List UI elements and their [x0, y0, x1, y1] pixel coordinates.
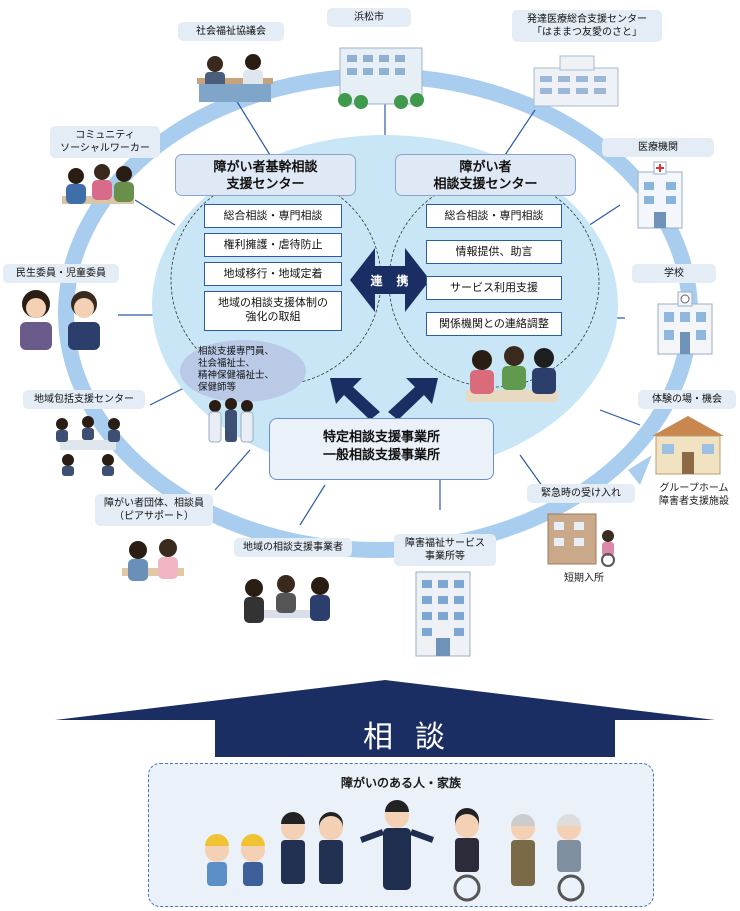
- node-school: 学校: [632, 264, 716, 283]
- peer-support-icon: [122, 539, 184, 581]
- core-service-general-consult: 総合相談・専門相談: [204, 204, 342, 228]
- core-support-center-title: 障がい者基幹相談 支援センター: [175, 154, 356, 196]
- adult-man-icon: [359, 800, 435, 890]
- node-community-support-center: 地域包括支援センター: [23, 390, 145, 409]
- child-icon-2: [241, 834, 265, 886]
- csw-line2: ソーシャルワーカー: [60, 143, 150, 154]
- staff-bubble: 相談支援専門員、 社会福祉士、 精神保健福祉士、 保健師等: [180, 340, 306, 402]
- node-experience: 体験の場・機会: [638, 390, 736, 409]
- right-center-circle: [388, 176, 600, 388]
- hospital-icon: [637, 161, 683, 229]
- system-strengthening-line2: 強化の取組: [245, 310, 301, 323]
- office-line2: 一般相談支援事業所: [322, 448, 440, 463]
- social-worker-consult-icon: [62, 164, 134, 204]
- support-service-service-use: サービス利用支援: [426, 276, 562, 300]
- welfare-service-line2: 事業所等: [425, 551, 465, 562]
- staff-people-icon: [208, 398, 254, 443]
- core-service-rights-advocacy: 権利擁護・虐待防止: [204, 233, 342, 257]
- family-box-title: 障がいのある人・家族: [340, 776, 461, 790]
- system-strengthening-line1: 地域の相談支援体制の: [218, 296, 328, 309]
- node-local-providers: 地域の相談支援事業者: [234, 538, 352, 557]
- support-center-title-line1: 障がい者: [459, 160, 512, 175]
- wheelchair-woman-icon: [453, 808, 481, 902]
- down-right-arrow: [388, 378, 438, 420]
- elderly-wheelchair-icon: [557, 814, 585, 902]
- staff-line2: 社会福祉士、: [198, 358, 256, 369]
- staff-line3: 精神保健福祉士、: [198, 370, 275, 381]
- node-community-social-worker: コミュニティ ソーシャルワーカー: [50, 126, 160, 158]
- core-center-title-line1: 障がい者基幹相談: [213, 160, 318, 175]
- group-home-line1: グループホーム: [659, 483, 729, 494]
- node-group-home: グループホーム 障害者支援施設: [648, 482, 740, 508]
- student-icon-1: [281, 812, 305, 884]
- csw-line1: コミュニティ: [75, 130, 135, 141]
- link-label: 連 携: [370, 274, 410, 288]
- dev-center-line1: 発達医療総合支援センター: [527, 14, 647, 25]
- node-minsei-iin: 民生委員・児童委員: [3, 264, 119, 283]
- staff-line1: 相談支援専門員、: [198, 346, 275, 357]
- node-short-stay: 短期入所: [564, 573, 604, 584]
- welfare-commissioners-icon: [20, 290, 100, 350]
- core-service-community-transition: 地域移行・地域定着: [204, 262, 342, 286]
- consult-arrow: [55, 680, 715, 757]
- people-row-icon: [205, 800, 585, 902]
- group-home-icon: [652, 416, 724, 475]
- node-emergency: 緊急時の受け入れ: [527, 484, 635, 503]
- hospital-complex-icon: [533, 55, 619, 107]
- support-service-coordination: 関係機関との連絡調整: [426, 312, 562, 336]
- persons-and-families-box: 障がいのある人・家族: [148, 763, 654, 907]
- node-social-welfare-council: 社会福祉協議会: [178, 22, 284, 41]
- support-center-title-line2: 相談支援センター: [433, 177, 538, 192]
- disability-group-line2: （ピアサポート）: [114, 511, 194, 522]
- group-home-line2: 障害者支援施設: [659, 496, 729, 507]
- dev-center-line2: 「はままつ友愛のさと」: [532, 27, 642, 38]
- meeting-people-icon: [244, 575, 330, 623]
- node-medical-institution: 医療機関: [602, 138, 714, 157]
- node-disability-groups: 障がい者団体、相談員 （ピアサポート）: [95, 494, 213, 526]
- support-service-info-advice: 情報提供、助言: [426, 240, 562, 264]
- consultation-staff-icon: [466, 346, 558, 402]
- disability-group-line1: 障がい者団体、相談員: [104, 498, 204, 509]
- school-icon: [657, 291, 713, 355]
- connector-lines: [118, 85, 641, 526]
- core-center-title-line2: 支援センター: [226, 177, 305, 192]
- node-welfare-service: 障害福祉サービス 事業所等: [394, 534, 496, 566]
- office-building-icon: [415, 571, 471, 657]
- elderly-man-icon: [511, 814, 535, 886]
- city-hall-icon: [338, 47, 424, 109]
- group-meeting-icon: [56, 416, 120, 476]
- staff-line4: 保健師等: [198, 382, 237, 393]
- ring-arrowhead: [628, 455, 652, 485]
- consult-title: 相談: [363, 720, 467, 755]
- consultation-office-box: 特定相談支援事業所 一般相談支援事業所: [269, 418, 494, 480]
- child-icon-1: [205, 834, 229, 886]
- node-development-center: 発達医療総合支援センター 「はままつ友愛のさと」: [512, 10, 662, 42]
- welfare-service-line1: 障害福祉サービス: [405, 538, 485, 549]
- office-line1: 特定相談支援事業所: [322, 430, 440, 445]
- short-stay-building-icon: [547, 513, 615, 567]
- core-service-system-strengthening: 地域の相談支援体制の 強化の取組: [204, 291, 342, 331]
- link-double-arrow: [350, 248, 430, 312]
- down-left-arrow: [330, 378, 380, 420]
- node-hamamatsu-city: 浜松市: [327, 8, 411, 27]
- student-icon-2: [319, 812, 343, 884]
- consultation-people-icon: [197, 54, 273, 102]
- support-service-general-consult: 総合相談・専門相談: [426, 204, 562, 228]
- support-center-title: 障がい者 相談支援センター: [395, 154, 576, 196]
